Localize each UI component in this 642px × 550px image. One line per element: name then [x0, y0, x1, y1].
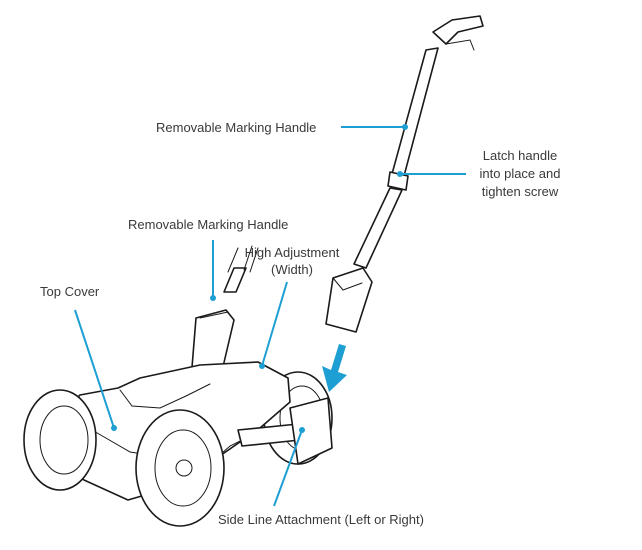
detached-marking-handle [325, 15, 484, 333]
label-high-adjustment-line-1: High Adjustment [245, 245, 340, 260]
leader-lines [74, 124, 466, 507]
label-latch-line-1: Latch handle [483, 148, 557, 163]
insert-arrow-icon [322, 344, 347, 392]
label-latch-line-2: into place and [480, 166, 561, 181]
label-latch-line-3: tighten screw [482, 184, 559, 199]
marking-machine-body [23, 245, 333, 527]
label-side-line-attachment: Side Line Attachment (Left or Right) [218, 512, 424, 527]
leader-adjustment [261, 281, 288, 367]
label-removable-marking-handle-lower: Removable Marking Handle [128, 217, 288, 232]
label-removable-marking-handle-upper: Removable Marking Handle [156, 120, 316, 135]
label-high-adjustment-line-2: (Width) [271, 262, 313, 277]
label-top-cover: Top Cover [40, 284, 100, 299]
leader-top-cover [74, 309, 115, 429]
leader-side-line [273, 429, 303, 507]
